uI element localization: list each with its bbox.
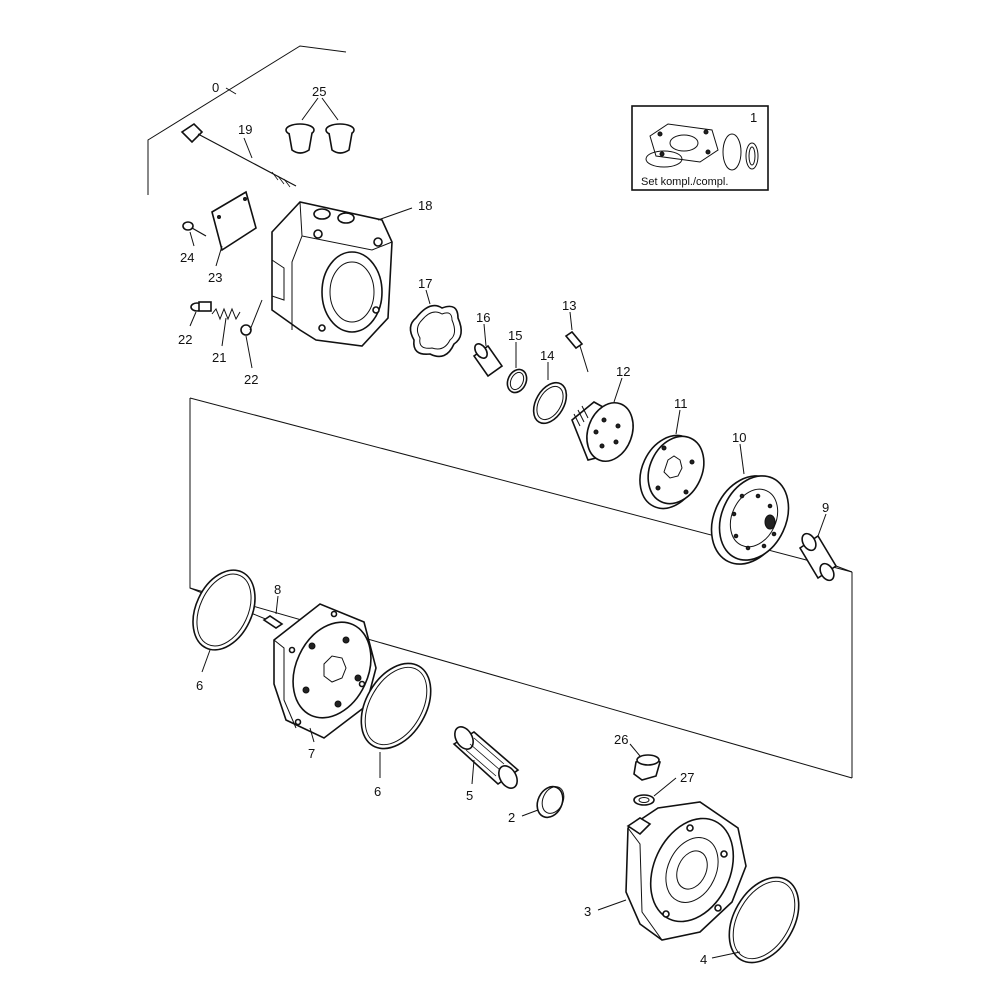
label-11: 11 <box>674 396 688 411</box>
part-12-valve <box>571 401 634 462</box>
label-0: 0 <box>212 80 219 95</box>
label-25: 25 <box>312 84 326 99</box>
label-12: 12 <box>616 364 630 379</box>
part-16-sleeve <box>472 343 504 378</box>
label-7: 7 <box>308 746 315 761</box>
part-22-ball <box>240 324 252 336</box>
label-6-lower: 6 <box>374 784 381 799</box>
label-6-upper: 6 <box>196 678 203 693</box>
part-3-front-housing <box>625 801 747 941</box>
part-8-pin <box>262 615 284 629</box>
part-18-housing <box>271 201 393 347</box>
label-2: 2 <box>508 810 515 825</box>
label-8: 8 <box>274 582 281 597</box>
part-15-oring <box>506 368 528 394</box>
part-6-oring-lower <box>360 662 432 750</box>
label-15: 15 <box>508 328 522 343</box>
part-26-plug <box>633 754 661 781</box>
label-13: 13 <box>562 298 576 313</box>
label-22-upper: 22 <box>178 332 192 347</box>
seal-kit-box: Set kompl./compl. 1 <box>631 105 769 191</box>
label-19: 19 <box>238 122 252 137</box>
label-1: 1 <box>750 110 757 125</box>
part-25-plugs <box>285 123 355 154</box>
label-9: 9 <box>822 500 829 515</box>
kit-caption: Set kompl./compl. <box>641 176 728 188</box>
label-10: 10 <box>732 430 746 445</box>
part-13-pin <box>564 330 589 373</box>
part-21-spring <box>211 307 241 321</box>
label-24: 24 <box>180 250 194 265</box>
label-23: 23 <box>208 270 222 285</box>
part-17-quad-seal <box>409 304 462 358</box>
part-22-plug-upper <box>190 301 212 312</box>
label-18: 18 <box>418 198 432 213</box>
part-4-oring <box>728 876 800 964</box>
part-14-oring <box>532 381 568 425</box>
label-5: 5 <box>466 788 473 803</box>
label-4: 4 <box>700 952 707 967</box>
part-24-screw <box>182 221 207 237</box>
label-26: 26 <box>614 732 628 747</box>
leader-lines <box>189 87 827 959</box>
part-7-end-plate <box>273 603 377 739</box>
part-11-distributor-disc <box>639 434 705 510</box>
part-6-oring-upper <box>192 569 256 651</box>
part-number-labels: 0 25 19 18 24 23 22 21 22 17 16 15 14 13… <box>178 80 829 967</box>
part-2-cap <box>536 785 565 819</box>
part-5-splined-shaft <box>452 726 520 789</box>
part-27-washer <box>633 794 655 806</box>
part-19-long-bolt <box>180 122 297 188</box>
label-14: 14 <box>540 348 554 363</box>
part-10-gerotor-ring <box>710 475 790 565</box>
label-16: 16 <box>476 310 490 325</box>
part-23-cover-plate <box>211 190 257 252</box>
label-22-lower: 22 <box>244 372 258 387</box>
label-27: 27 <box>680 770 694 785</box>
part-9-drive-gear <box>798 532 853 582</box>
label-3: 3 <box>584 904 591 919</box>
label-21: 21 <box>212 350 226 365</box>
label-17: 17 <box>418 276 432 291</box>
